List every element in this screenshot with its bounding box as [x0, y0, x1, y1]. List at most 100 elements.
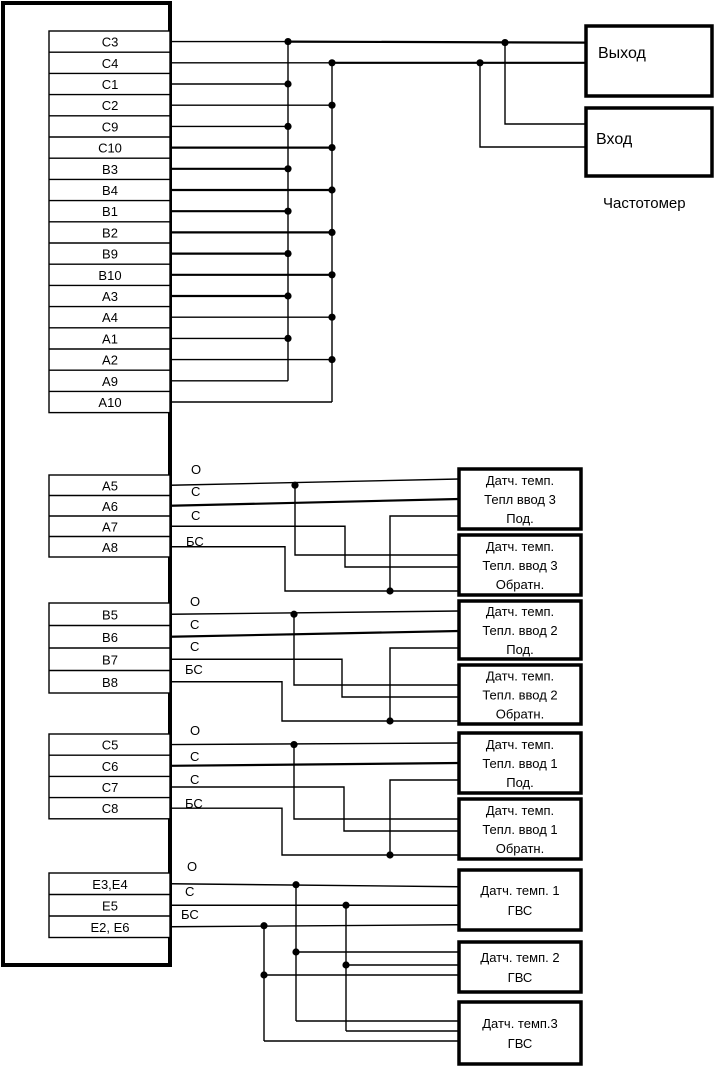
junction-dot	[328, 271, 336, 279]
sensor-label: ГВС	[508, 1036, 533, 1051]
sensor-label: Обратн.	[496, 577, 544, 592]
terminal-label: В5	[102, 607, 118, 622]
terminal-label: В2	[102, 225, 118, 240]
sensor-label: Датч. темп.3	[482, 1016, 558, 1031]
terminal-label: С10	[98, 141, 122, 156]
terminal-label: В3	[102, 162, 118, 177]
wire-segment	[169, 497, 460, 507]
terminal-label: А5	[102, 478, 118, 493]
junction-dot	[284, 165, 292, 173]
wire-label: БС	[185, 662, 203, 677]
junction-dot	[328, 144, 336, 152]
terminal-label: В1	[102, 204, 118, 219]
sensor-label: Обратн.	[496, 707, 544, 722]
wire-label: С	[191, 484, 200, 499]
wire-segment	[170, 786, 459, 832]
terminal-label: В8	[102, 675, 118, 690]
wire-label: БС	[185, 796, 203, 811]
sensor-label: Тепл ввод 3	[484, 492, 556, 507]
wire-segment	[170, 546, 459, 592]
terminal-label: С7	[102, 780, 119, 795]
wire-segment	[389, 515, 459, 591]
wire-label: С	[185, 884, 194, 899]
sensor-label: Датч. темп.	[486, 539, 554, 554]
terminal-label: В9	[102, 247, 118, 262]
wire-segment	[287, 40, 587, 44]
freq-input-box	[584, 106, 714, 178]
junction-dot	[328, 356, 336, 364]
wire-segment	[169, 742, 460, 746]
terminal-label: А2	[102, 353, 118, 368]
wire-segment	[170, 681, 459, 722]
terminal-label: В10	[98, 268, 121, 283]
terminal-label: С1	[102, 77, 119, 92]
sensor-box	[457, 599, 583, 661]
wire-segment	[169, 610, 460, 615]
wire-segment	[294, 485, 459, 556]
terminal-label: А7	[102, 519, 118, 534]
freq-output-label: Выход	[598, 45, 647, 62]
wire-label: БС	[186, 534, 204, 549]
sensor-label: Тепл. ввод 2	[482, 623, 557, 638]
wire-label: С	[190, 639, 199, 654]
sensor-label: Датч. темп.	[486, 604, 554, 619]
terminal-label: А1	[102, 331, 118, 346]
sensor-label: Датч. темп.	[486, 473, 554, 488]
sensor-box	[457, 1000, 583, 1066]
wire-segment	[389, 779, 459, 855]
terminal-label: А6	[102, 499, 118, 514]
sensor-label: Обратн.	[496, 841, 544, 856]
terminal-label: С3	[102, 35, 119, 50]
junction-dot	[284, 292, 292, 300]
sensor-label: ГВС	[508, 970, 533, 985]
terminal-label: С9	[102, 119, 119, 134]
terminal-label: С5	[102, 738, 119, 753]
terminal-label: В4	[102, 183, 118, 198]
wire-segment	[504, 42, 586, 125]
terminal-label: В6	[102, 630, 118, 645]
terminal-label: А3	[102, 289, 118, 304]
sensor-label: Датч. темп. 1	[480, 883, 559, 898]
terminal-label: Е2, Е6	[90, 920, 129, 935]
terminal-label: Е3,Е4	[92, 877, 127, 892]
junction-dot	[328, 186, 336, 194]
sensor-label: Под.	[506, 642, 534, 657]
wire-segment	[169, 761, 460, 767]
terminal-label: С4	[102, 56, 119, 71]
terminal-label: В7	[102, 652, 118, 667]
terminal-label: С6	[102, 759, 119, 774]
junction-dot	[284, 80, 292, 88]
diagram-generated: С3С4С1С2С9С10В3В4В1В2В9В10А3А4А1А2А9А10А…	[48, 30, 587, 1066]
wire-label: О	[187, 859, 197, 874]
sensor-label: ГВС	[508, 903, 533, 918]
sensor-label: Под.	[506, 775, 534, 790]
terminal-label: Е5	[102, 898, 118, 913]
sensor-label: Датч. темп.	[486, 737, 554, 752]
sensor-label: Под.	[506, 511, 534, 526]
junction-dot	[284, 38, 292, 46]
wire-label: С	[190, 772, 199, 787]
wire-segment	[169, 924, 460, 928]
freq-meter-caption: Частотомер	[603, 195, 686, 212]
wire-segment	[170, 658, 459, 698]
wire-segment	[169, 478, 460, 486]
sensor-label: Датч. темп. 2	[480, 950, 559, 965]
wire-label: О	[191, 462, 201, 477]
sensor-label: Датч. темп.	[486, 669, 554, 684]
junction-dot	[328, 101, 336, 109]
terminal-label: С2	[102, 98, 119, 113]
wire-segment	[293, 744, 459, 820]
wire-label: БС	[181, 907, 199, 922]
sensor-box	[457, 940, 583, 994]
junction-dot	[328, 313, 336, 321]
freq-input-label: Вход	[596, 131, 633, 148]
wire-label: С	[191, 508, 200, 523]
sensor-label: Тепл. ввод 1	[482, 756, 557, 771]
wire-segment	[169, 629, 460, 638]
terminal-label: А9	[102, 374, 118, 389]
junction-dot	[328, 228, 336, 236]
sensor-box	[457, 868, 583, 932]
wire-segment	[169, 883, 460, 888]
sensor-label: Тепл. ввод 3	[482, 558, 557, 573]
